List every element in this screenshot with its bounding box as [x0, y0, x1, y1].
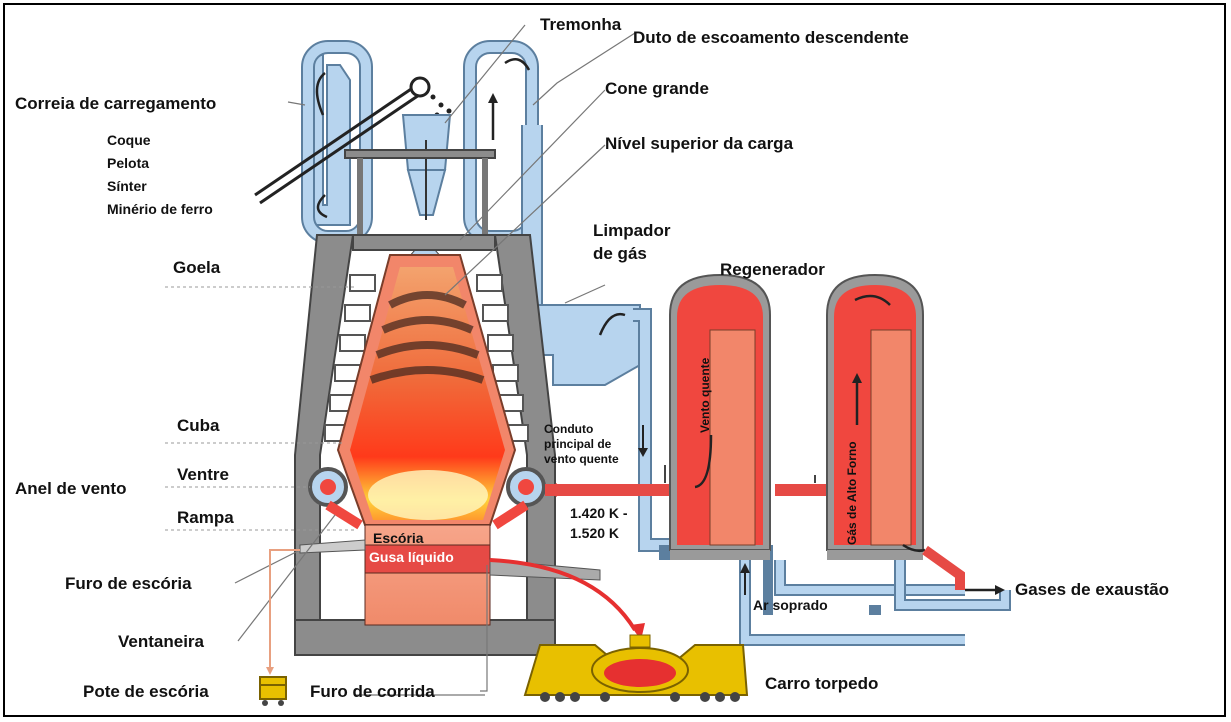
- label-cone: Cone grande: [605, 79, 709, 98]
- label-cuba: Cuba: [177, 416, 220, 435]
- label-sinter: Sínter: [107, 178, 147, 194]
- label-furo-escoria: Furo de escória: [65, 574, 192, 593]
- blast-furnace-diagram: Tremonha Duto de escoamento descendente …: [15, 15, 1169, 706]
- label-ventaneira: Ventaneira: [118, 632, 205, 651]
- label-gusa: Gusa líquido: [369, 549, 454, 565]
- label-duto: Duto de escoamento descendente: [633, 28, 909, 47]
- label-limpador-2: de gás: [593, 244, 647, 263]
- label-gas-alto-forno: Gás de Alto Forno: [845, 441, 859, 545]
- hot-blast-main: [545, 465, 835, 497]
- diagram-frame: Tremonha Duto de escoamento descendente …: [3, 3, 1226, 717]
- leader-lines: [234, 24, 636, 696]
- label-coque: Coque: [107, 132, 151, 148]
- label-gases-exaustao: Gases de exaustão: [1015, 580, 1169, 599]
- label-escoria: Escória: [373, 530, 424, 546]
- label-furo-corrida: Furo de corrida: [310, 682, 435, 701]
- label-nivel: Nível superior da carga: [605, 134, 794, 153]
- label-pelota: Pelota: [107, 155, 149, 171]
- label-conduto-3: vento quente: [544, 452, 619, 466]
- label-goela: Goela: [173, 258, 221, 277]
- label-pote: Pote de escória: [83, 682, 209, 701]
- label-tremonha: Tremonha: [540, 15, 622, 34]
- label-anel: Anel de vento: [15, 479, 126, 498]
- label-ventre: Ventre: [177, 465, 229, 484]
- torpedo-car: [523, 634, 749, 702]
- slag-pot: [259, 676, 287, 706]
- furnace-frame: [294, 234, 556, 656]
- label-carro: Carro torpedo: [765, 674, 878, 693]
- regenerators: [669, 273, 1005, 595]
- label-regenerador: Regenerador: [720, 260, 825, 279]
- label-vento-quente: Vento quente: [698, 357, 712, 433]
- labels: Tremonha Duto de escoamento descendente …: [15, 15, 1169, 701]
- label-conduto-2: principal de: [544, 437, 612, 451]
- label-temp-2: 1.520 K: [570, 525, 619, 541]
- label-conduto-1: Conduto: [544, 422, 593, 436]
- label-limpador-1: Limpador: [593, 221, 671, 240]
- label-temp-1: 1.420 K -: [570, 505, 628, 521]
- label-minerio: Minério de ferro: [107, 201, 213, 217]
- label-rampa: Rampa: [177, 508, 234, 527]
- label-ar-soprado: Ar soprado: [753, 597, 828, 613]
- label-correia: Correia de carregamento: [15, 94, 216, 113]
- flow-arrows: [315, 58, 750, 595]
